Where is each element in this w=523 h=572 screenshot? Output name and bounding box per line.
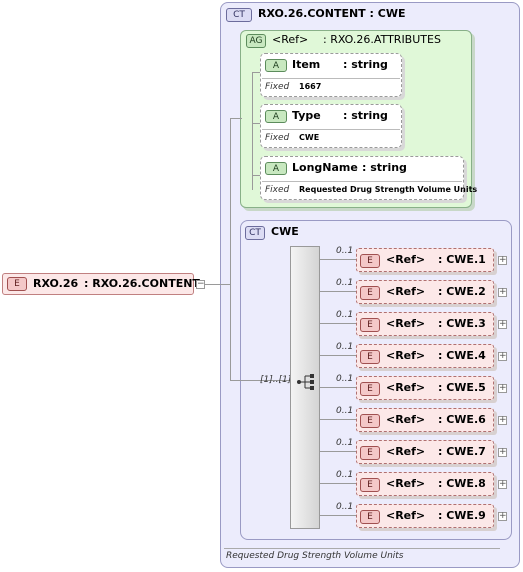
element-badge: E bbox=[360, 414, 380, 428]
attribute-fixed-label: Fixed bbox=[265, 185, 290, 195]
element-cardinality: 0..1 bbox=[336, 438, 354, 448]
element-name: : CWE.1 bbox=[438, 253, 486, 266]
element-ref-label: <Ref> bbox=[386, 253, 426, 266]
connector-line bbox=[320, 387, 356, 388]
element-ref-label: <Ref> bbox=[386, 509, 426, 522]
element-ref-label: <Ref> bbox=[386, 477, 426, 490]
element-ref-label: <Ref> bbox=[386, 317, 426, 330]
attribute-group-ref: <Ref> bbox=[272, 33, 309, 46]
connector-line bbox=[320, 355, 356, 356]
attribute-badge: A bbox=[265, 162, 287, 175]
attribute-fixed-value: 1667 bbox=[299, 82, 322, 91]
element-badge: E bbox=[360, 318, 380, 332]
documentation-text: Requested Drug Strength Volume Units bbox=[226, 551, 404, 561]
element-badge: E bbox=[360, 510, 380, 524]
element-name: : CWE.6 bbox=[438, 413, 486, 426]
sequence-icon bbox=[297, 374, 314, 390]
attribute-type: : string bbox=[343, 109, 388, 122]
element-badge: E bbox=[360, 350, 380, 364]
element-cardinality: 0..1 bbox=[336, 502, 354, 512]
connector-line bbox=[320, 451, 356, 452]
root-element-name: RXO.26 bbox=[33, 277, 79, 290]
element-name: : CWE.5 bbox=[438, 381, 486, 394]
element-cardinality: 0..1 bbox=[336, 406, 354, 416]
expand-toggle[interactable]: + bbox=[498, 351, 507, 361]
element-cardinality: 0..1 bbox=[336, 278, 354, 288]
connector-line bbox=[320, 323, 356, 324]
connector-line bbox=[320, 259, 356, 260]
complex-type-title: CWE bbox=[271, 225, 299, 238]
connector-line bbox=[320, 483, 356, 484]
attribute-type: : string bbox=[362, 161, 407, 174]
attribute-fixed-label: Fixed bbox=[265, 133, 290, 143]
element-cardinality: 0..1 bbox=[336, 246, 354, 256]
element-name: : CWE.4 bbox=[438, 349, 486, 362]
element-badge: E bbox=[7, 277, 27, 291]
expand-toggle[interactable]: + bbox=[498, 511, 507, 521]
collapse-toggle[interactable]: − bbox=[196, 279, 205, 289]
element-badge: E bbox=[360, 286, 380, 300]
expand-toggle[interactable]: + bbox=[498, 415, 507, 425]
root-element-rxo26[interactable] bbox=[2, 273, 194, 295]
expand-toggle[interactable]: + bbox=[498, 479, 507, 489]
element-cardinality: 0..1 bbox=[336, 374, 354, 384]
attribute-name: Type bbox=[292, 109, 321, 122]
element-badge: E bbox=[360, 382, 380, 396]
attribute-type: : string bbox=[343, 58, 388, 71]
element-ref-label: <Ref> bbox=[386, 349, 426, 362]
element-badge: E bbox=[360, 478, 380, 492]
expand-toggle[interactable]: + bbox=[498, 383, 507, 393]
connector-line bbox=[320, 515, 356, 516]
element-ref-label: <Ref> bbox=[386, 285, 426, 298]
sequence-cardinality: [1]..[1] bbox=[260, 375, 292, 385]
attribute-group-name: : RXO.26.ATTRIBUTES bbox=[323, 33, 441, 46]
attribute-longname[interactable] bbox=[260, 156, 464, 200]
element-name: : CWE.7 bbox=[438, 445, 486, 458]
attribute-fixed-value: CWE bbox=[299, 133, 320, 142]
element-ref-label: <Ref> bbox=[386, 413, 426, 426]
root-element-type: : RXO.26.CONTENT bbox=[84, 277, 200, 290]
complex-type-badge: CT bbox=[226, 8, 252, 22]
expand-toggle[interactable]: + bbox=[498, 255, 507, 265]
element-name: : CWE.2 bbox=[438, 285, 486, 298]
connector-line bbox=[320, 419, 356, 420]
element-name: : CWE.9 bbox=[438, 509, 486, 522]
connector-line bbox=[320, 291, 356, 292]
attribute-fixed-value: Requested Drug Strength Volume Units bbox=[299, 185, 478, 194]
complex-type-title: RXO.26.CONTENT : CWE bbox=[258, 7, 406, 20]
complex-type-badge: CT bbox=[245, 226, 265, 240]
element-ref-label: <Ref> bbox=[386, 381, 426, 394]
expand-toggle[interactable]: + bbox=[498, 287, 507, 297]
attribute-name: Item bbox=[292, 58, 321, 71]
element-badge: E bbox=[360, 254, 380, 268]
attribute-name: LongName bbox=[292, 161, 358, 174]
element-name: : CWE.8 bbox=[438, 477, 486, 490]
attribute-badge: A bbox=[265, 59, 287, 72]
attribute-group-badge: AG bbox=[246, 34, 266, 48]
expand-toggle[interactable]: + bbox=[498, 447, 507, 457]
attribute-badge: A bbox=[265, 110, 287, 123]
element-cardinality: 0..1 bbox=[336, 342, 354, 352]
attribute-fixed-label: Fixed bbox=[265, 82, 290, 92]
element-name: : CWE.3 bbox=[438, 317, 486, 330]
expand-toggle[interactable]: + bbox=[498, 319, 507, 329]
element-cardinality: 0..1 bbox=[336, 310, 354, 320]
element-ref-label: <Ref> bbox=[386, 445, 426, 458]
element-badge: E bbox=[360, 446, 380, 460]
element-cardinality: 0..1 bbox=[336, 470, 354, 480]
